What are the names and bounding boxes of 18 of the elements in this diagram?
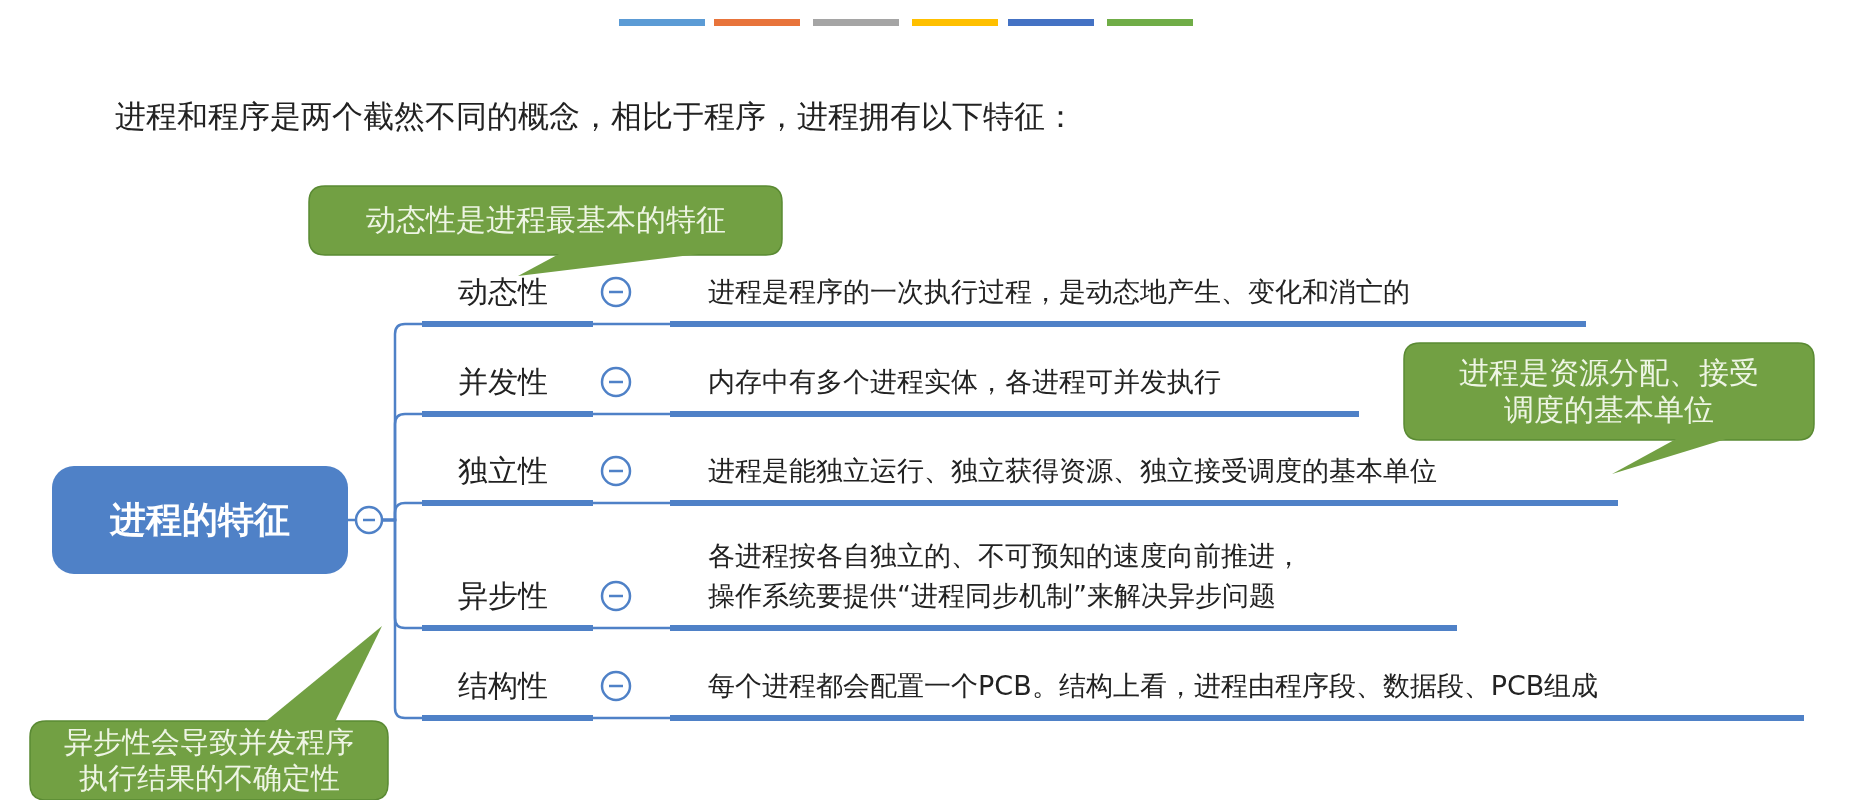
- intro-text: 进程和程序是两个截然不同的概念，相比于程序，进程拥有以下特征：: [115, 97, 1076, 136]
- branch-line: [593, 412, 670, 416]
- description-text: 内存中有多个进程实体，各进程可并发执行: [670, 355, 1359, 417]
- branch-line: [593, 322, 670, 326]
- branch-line: [593, 501, 670, 505]
- description-text: 每个进程都会配置一个PCB。结构上看，进程由程序段、数据段、PCB组成: [670, 659, 1804, 721]
- root-topic-box: 进程的特征: [52, 466, 348, 574]
- description-text: 各进程按各自独立的、不可预知的速度向前推进，操作系统要提供“进程同步机制”来解决异步问题: [670, 521, 1457, 631]
- topic-label: 结构性: [422, 659, 593, 721]
- description-text: 进程是能独立运行、独立获得资源、独立接受调度的基本单位: [670, 444, 1618, 506]
- topic-label: 并发性: [422, 355, 593, 417]
- branch-line: [593, 626, 670, 630]
- topic-label: 独立性: [422, 444, 593, 506]
- branch-line: [383, 518, 422, 720]
- description-text: 进程是程序的一次执行过程，是动态地产生、变化和消亡的: [670, 265, 1586, 327]
- speech-bubble: 异步性会导致并发程序执行结果的不确定性: [30, 626, 388, 800]
- topic-label: 异步性: [422, 521, 593, 631]
- branch-line: [593, 716, 670, 720]
